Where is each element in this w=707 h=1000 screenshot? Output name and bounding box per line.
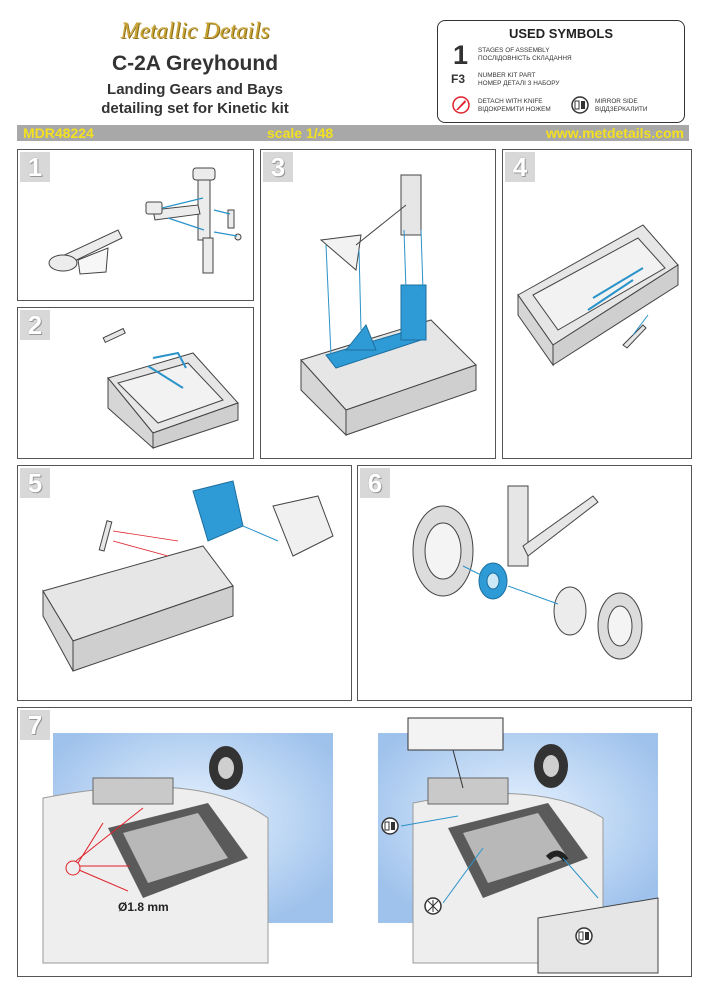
subtitle-line-2: detailing set for Kinetic kit <box>101 100 289 117</box>
mirror-icon <box>571 96 589 114</box>
step-5-panel: 5 <box>17 465 352 701</box>
step-number-4: 4 <box>505 152 535 182</box>
subtitle-line-1: Landing Gears and Bays <box>107 81 283 98</box>
step-5-drawing <box>42 480 334 672</box>
step-number-2: 2 <box>20 310 50 340</box>
step-3-drawing <box>300 174 477 437</box>
step-2-drawing <box>102 327 239 450</box>
step-6-drawing <box>412 485 643 660</box>
stage-symbol: 1 <box>453 40 469 70</box>
step-1-drawing <box>48 167 242 275</box>
legend-title: USED SYMBOLS <box>508 26 613 41</box>
legend-stage-text: STAGES OF ASSEMBLY ПОСЛІДОВНІСТЬ СКЛАДАН… <box>478 47 572 62</box>
brand-logo: Metallic Details <box>120 18 270 43</box>
photo-right <box>378 717 659 974</box>
mirror-icon <box>575 927 593 945</box>
legend-stage-ua: ПОСЛІДОВНІСТЬ СКЛАДАННЯ <box>478 54 572 62</box>
page-title: C-2A Greyhound <box>111 52 279 75</box>
step-3-panel: 3 <box>260 149 496 459</box>
info-bar: MDR48224 scale 1/48 www.metdetails.com <box>17 125 689 141</box>
step-number-3: 3 <box>263 152 293 182</box>
legend-mirror-text: MIRROR SIDE ВІДДЗЕРКАЛИТИ <box>595 98 648 113</box>
step-4-drawing <box>517 224 679 367</box>
diameter-label: Ø1.8 mm <box>118 900 169 914</box>
product-code: MDR48224 <box>23 125 94 141</box>
mirror-icon <box>381 817 399 835</box>
page-subtitle: Landing Gears and Bays detailing set for… <box>50 80 340 118</box>
step-1-panel: 1 <box>17 149 254 301</box>
legend-stage-en: STAGES OF ASSEMBLY <box>478 47 550 54</box>
legend-knife-text: DETACH WITH KNIFE ВІДОКРЕМИТИ НОЖЕМ <box>478 98 551 113</box>
part-symbol: F3 <box>451 72 466 86</box>
scale-label: scale 1/48 <box>267 125 334 141</box>
symbols-legend: USED SYMBOLS 1 STAGES OF ASSEMBLY ПОСЛІД… <box>437 20 685 123</box>
step-number-5: 5 <box>20 468 50 498</box>
legend-part-text: NUMBER KIT PART НОМЕР ДЕТАЛІ З НАБОРУ <box>478 72 559 87</box>
photo-left: Ø1.8 mm <box>42 733 333 964</box>
knife-icon <box>452 96 470 114</box>
step-4-panel: 4 <box>502 149 692 459</box>
legend-part-ua: НОМЕР ДЕТАЛІ З НАБОРУ <box>478 79 560 87</box>
legend-knife-ua: ВІДОКРЕМИТИ НОЖЕМ <box>478 105 551 113</box>
legend-part-en: NUMBER KIT PART <box>478 72 536 79</box>
step-7-drawing: Ø1.8 mm <box>42 717 659 974</box>
step-number-1: 1 <box>20 152 50 182</box>
step-6-panel: 6 <box>357 465 692 701</box>
step-2-panel: 2 <box>17 307 254 459</box>
part-star-icon <box>424 897 442 915</box>
legend-knife-en: DETACH WITH KNIFE <box>478 98 543 105</box>
step-number-7: 7 <box>20 710 50 740</box>
legend-mirror-en: MIRROR SIDE <box>595 98 638 105</box>
website-link[interactable]: www.metdetails.com <box>546 125 684 141</box>
step-number-6: 6 <box>360 468 390 498</box>
step-7-panel: 7 Ø1.8 mm <box>17 707 692 977</box>
legend-mirror-ua: ВІДДЗЕРКАЛИТИ <box>595 105 648 113</box>
